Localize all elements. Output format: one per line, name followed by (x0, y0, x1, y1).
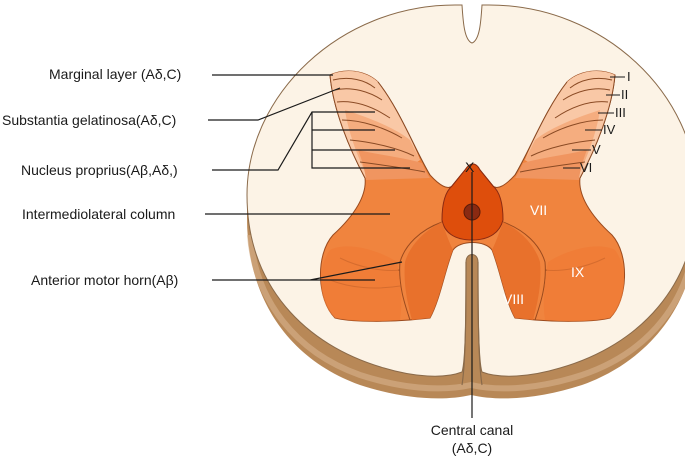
lamina-label-VI: VI (580, 160, 593, 175)
lamina-label-X: X (465, 159, 475, 175)
right-lamina-boundaries (514, 74, 616, 179)
label-anterior-motor-horn: Anterior motor horn(Aβ) (31, 272, 179, 288)
leader-lines-left (205, 74, 410, 281)
leader-anterior-motor (212, 261, 403, 281)
label-central-canal-line1: Central canal (430, 422, 514, 438)
lamina-label-VII: VII (530, 202, 548, 218)
lamina-label-III: III (615, 105, 626, 120)
leader-lines-right (563, 76, 625, 169)
lamina-label-VIII: VIII (503, 291, 525, 307)
leader-gelatinosa (208, 87, 341, 121)
lamina-label-V: V (592, 142, 601, 157)
lamina-label-IV: IV (603, 122, 616, 137)
left-lamina-viii (404, 222, 453, 320)
label-substantia-gelatinosa: Substantia gelatinosa(Aδ,C) (2, 112, 177, 128)
lamina-label-IX: IX (571, 264, 585, 280)
right-lamina-ix (543, 246, 625, 322)
label-central-canal-line2: (Aδ,C) (451, 440, 493, 456)
leader-proprius (212, 111, 410, 171)
anterior-fissure (461, 261, 483, 386)
left-lamina-ix (320, 246, 402, 322)
left-lamina-boundaries (329, 74, 431, 179)
cord-side-edge-shade (247, 234, 685, 392)
left-dorsal-laminae-deep (358, 150, 430, 180)
label-marginal-layer: Marginal layer (Aδ,C) (49, 66, 182, 82)
label-central-canal: Central canal (Aδ,C) (402, 421, 542, 457)
right-lamina-viii (492, 222, 541, 320)
right-dorsal-laminae-deep (515, 150, 587, 180)
label-nucleus-proprius: Nucleus proprius(Aβ,Aδ,) (21, 162, 178, 178)
lamina-label-II: II (621, 87, 629, 102)
label-intermediolateral-column: Intermediolateral column (22, 206, 176, 222)
lamina-label-I: I (627, 69, 631, 84)
